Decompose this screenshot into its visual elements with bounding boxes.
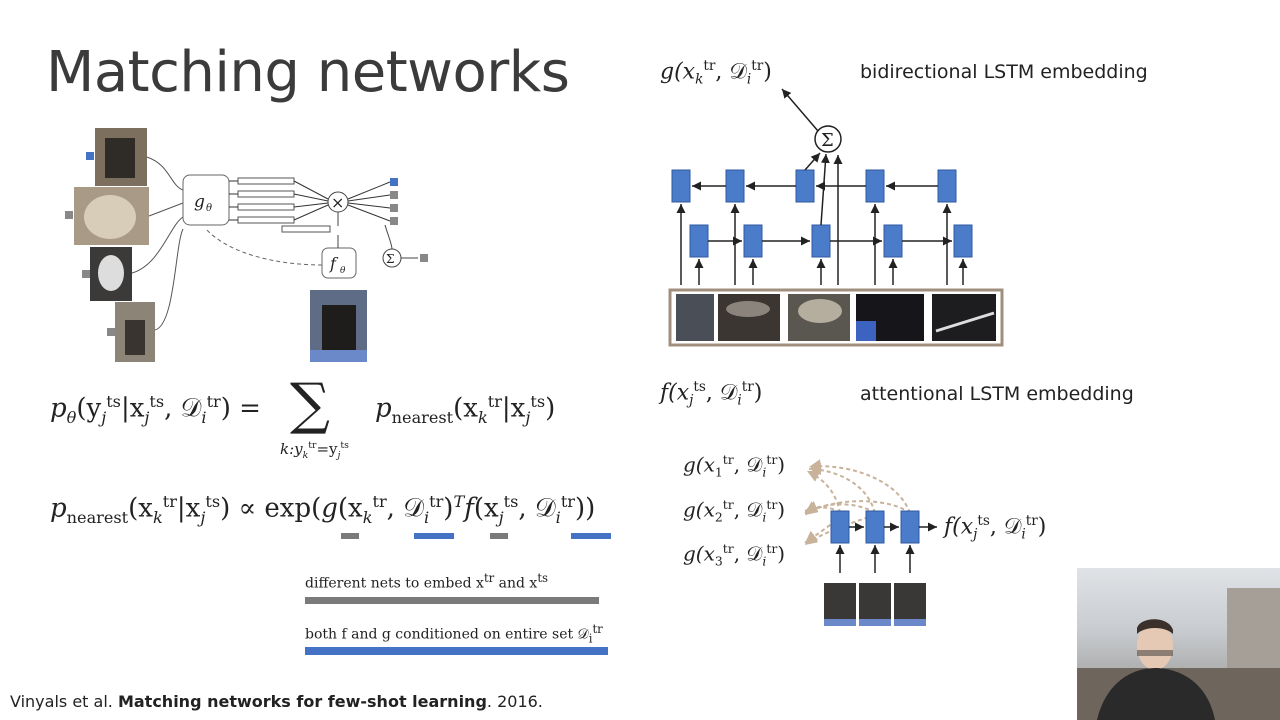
svg-text:θ: θ bbox=[206, 203, 212, 214]
legend-gray-bar bbox=[305, 597, 599, 604]
query-image-c bbox=[894, 583, 926, 626]
query-image-b bbox=[859, 583, 891, 626]
query-image-a bbox=[824, 583, 856, 626]
legend-blue-bar bbox=[305, 647, 608, 655]
svg-text:f: f bbox=[329, 254, 339, 273]
presenter-silhouette bbox=[1077, 588, 1280, 720]
g-theta-box bbox=[182, 174, 230, 226]
svg-text:Σ: Σ bbox=[821, 130, 834, 151]
attention-g3: g(x3tr, 𝒟itr) bbox=[683, 541, 786, 569]
attention-output: f(xjts, 𝒟itr) bbox=[944, 513, 1047, 543]
D-underline-blue-1 bbox=[414, 533, 454, 539]
svg-text:Σ: Σ bbox=[386, 252, 394, 266]
attention-g2: g(x2tr, 𝒟itr) bbox=[683, 497, 786, 525]
attentional-lstm-diagram bbox=[804, 459, 937, 626]
g-theta-label: g bbox=[194, 192, 205, 212]
bidirectional-caption: bidirectional LSTM embedding bbox=[860, 61, 1148, 83]
strip-image-1 bbox=[676, 294, 714, 341]
sum-symbol: ∑ bbox=[290, 372, 330, 437]
citation: Vinyals et al. Matching networks for few… bbox=[10, 692, 543, 711]
f-underline-gray bbox=[490, 533, 508, 539]
legend-both-conditioned: both f and g conditioned on entire set 𝒟… bbox=[305, 622, 603, 646]
matching-network-diagram: g θ × Σ f θ bbox=[65, 128, 428, 362]
sum-index: k:yktr=yjts bbox=[280, 440, 349, 461]
f-theta-box bbox=[321, 247, 357, 279]
attention-g1: g(x1tr, 𝒟itr) bbox=[683, 452, 786, 480]
f-embedding-label: f(xjts, 𝒟itr) bbox=[660, 379, 763, 409]
slide-title: Matching networks bbox=[46, 40, 570, 105]
sigma-node bbox=[814, 125, 842, 153]
strip-image-5 bbox=[932, 294, 996, 341]
formula-nearest: pnearest(xktr|xjts) ∝ exp(g(xktr, 𝒟itr)T… bbox=[50, 492, 596, 527]
formula-main-rhs: pnearest(xktr|xjts) bbox=[375, 392, 556, 427]
legend-different-nets: different nets to embed xtr and xts bbox=[305, 571, 548, 592]
D-underline-blue-2 bbox=[571, 533, 611, 539]
formula-main: pθ(yjts|xjts, 𝒟itr) = bbox=[50, 392, 261, 427]
svg-text:θ: θ bbox=[340, 266, 346, 276]
svg-text:×: × bbox=[331, 193, 344, 212]
g-underline-gray bbox=[341, 533, 359, 539]
g-embedding-label: g(xktr, 𝒟itr) bbox=[660, 58, 772, 88]
attentional-caption: attentional LSTM embedding bbox=[860, 383, 1134, 405]
bidirectional-lstm-diagram: Σ bbox=[668, 88, 1004, 347]
presenter-webcam bbox=[1077, 568, 1280, 720]
